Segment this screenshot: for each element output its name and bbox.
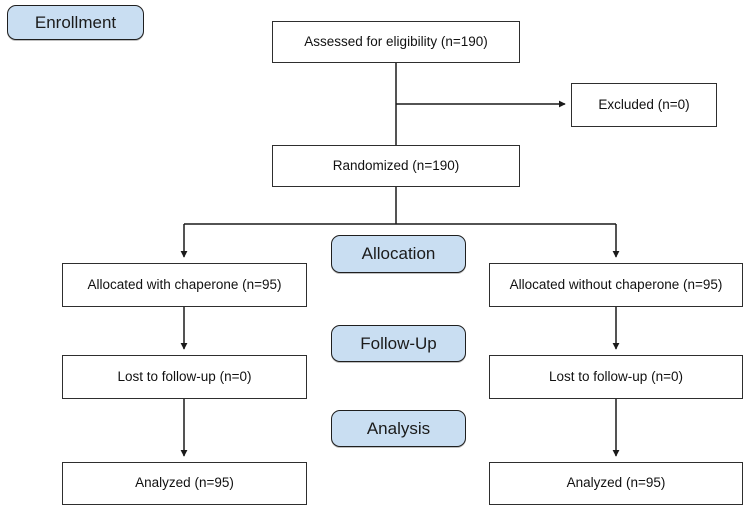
stage-label-enrollment: Enrollment [7, 5, 144, 40]
flow-box-analyzed-right: Analyzed (n=95) [489, 462, 743, 505]
flow-box-allocated-without-chaperone: Allocated without chaperone (n=95) [489, 263, 743, 307]
flow-box-assessed-eligibility: Assessed for eligibility (n=190) [272, 21, 520, 63]
flow-box-analyzed-left: Analyzed (n=95) [62, 462, 307, 505]
stage-label-allocation: Allocation [331, 235, 466, 273]
flow-box-excluded: Excluded (n=0) [571, 83, 717, 127]
stage-label-followup: Follow-Up [331, 325, 466, 362]
stage-label-analysis: Analysis [331, 410, 466, 447]
flow-box-allocated-with-chaperone: Allocated with chaperone (n=95) [62, 263, 307, 307]
flow-box-lost-followup-left: Lost to follow-up (n=0) [62, 355, 307, 399]
flow-box-lost-followup-right: Lost to follow-up (n=0) [489, 355, 743, 399]
flow-box-randomized: Randomized (n=190) [272, 145, 520, 187]
